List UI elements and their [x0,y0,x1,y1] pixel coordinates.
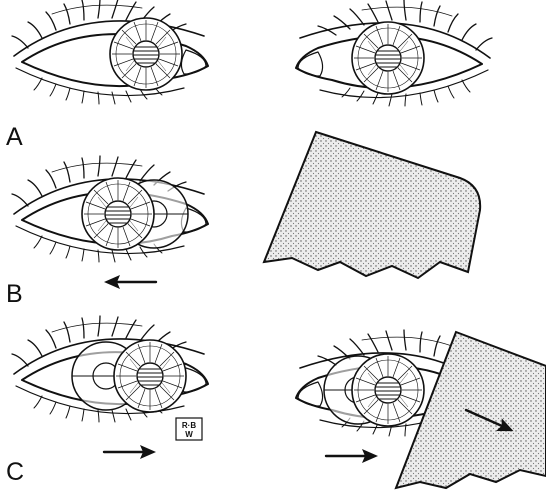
panel-label-b: B [6,280,23,308]
arrow-icon [104,275,156,289]
signature-monogram: R·B W [176,418,202,440]
svg-text:W: W [185,430,193,439]
arrow-icon [104,445,156,459]
eye-icon [12,0,208,104]
eye-icon [12,156,208,262]
eye-icon [296,0,492,106]
arrow-icon [326,449,378,463]
svg-text:R·B: R·B [182,421,196,430]
panel-label-c: C [6,458,24,486]
panel-label-a: A [6,123,23,151]
occluder-card-icon [264,132,480,278]
eye-icon [12,316,208,422]
